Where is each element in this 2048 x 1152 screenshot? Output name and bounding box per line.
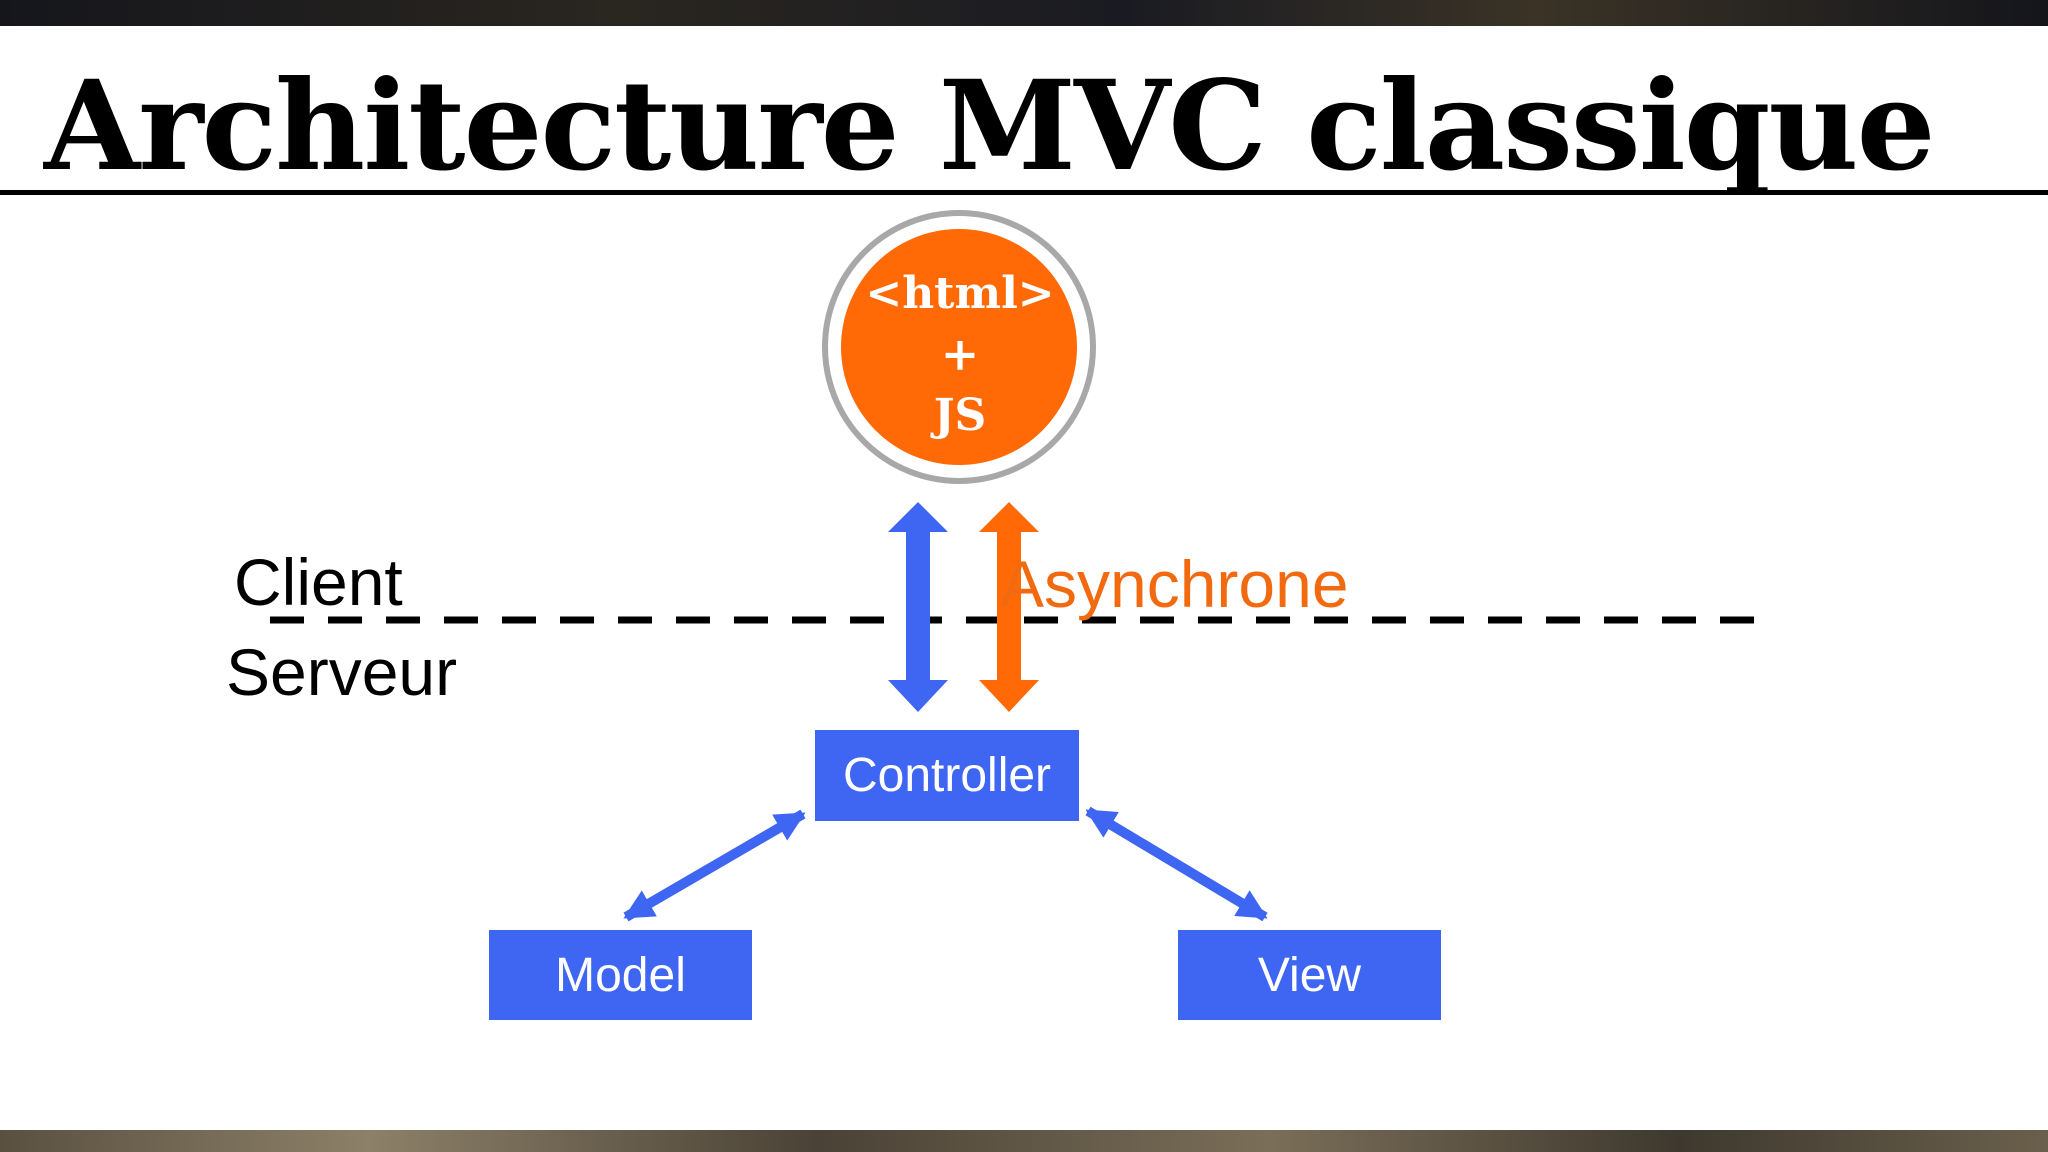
controller-label: Controller [842,749,1052,802]
server-label: Serveur [226,635,458,709]
async-label: Asynchrone [1000,547,1349,621]
view-label: View [1257,948,1362,1002]
async-arrow [979,502,1039,712]
bubble-js-text: JS [933,390,987,441]
model-box: Model [489,930,752,1020]
bubble-html-text: <html> [865,268,1055,319]
model-label: Model [555,948,686,1002]
slide: Architecture MVC classique [0,26,2048,1130]
controller-box: Controller [815,730,1079,821]
background-top-strip [0,0,2048,26]
background-bottom-strip [0,1130,2048,1152]
controller-model-arrow [623,809,806,922]
client-bubble [841,229,1077,465]
controller-view-arrow [1085,806,1268,922]
slide-title: Architecture MVC classique [44,54,1936,199]
title-underline [0,190,2048,195]
bubble-plus-text: + [940,327,980,381]
view-box: View [1178,930,1441,1020]
sync-arrow [888,502,948,712]
client-label: Client [234,545,403,619]
